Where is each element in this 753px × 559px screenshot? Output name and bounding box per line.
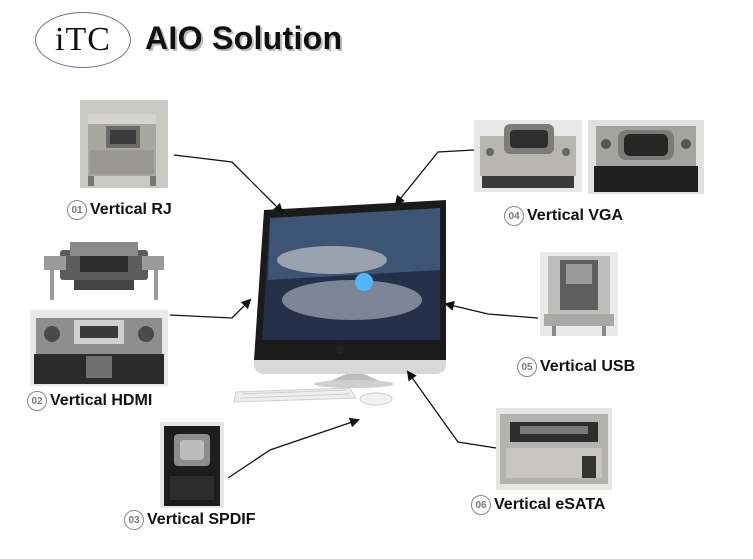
label-vertical-spdif: 03 Vertical SPDIF	[124, 510, 256, 530]
number-badge: 01	[67, 200, 87, 220]
photo-vertical-esata	[496, 408, 612, 490]
photo-vertical-usb	[540, 252, 618, 336]
connector-label: Vertical HDMI	[50, 392, 153, 409]
apple-logo-icon	[336, 342, 345, 354]
label-vertical-hdmi: 02 Vertical HDMI	[27, 391, 152, 411]
connector-label: Vertical SPDIF	[147, 511, 256, 528]
number-badge: 05	[517, 357, 537, 377]
photo-vertical-spdif	[160, 422, 224, 508]
page-title: AIO Solution	[145, 20, 343, 56]
arrow-icon	[173, 154, 284, 214]
arrow-icon	[394, 149, 475, 206]
arrow-icon	[169, 298, 252, 319]
arrow-icon	[406, 370, 497, 449]
number-badge: 04	[504, 206, 524, 226]
number-badge: 02	[27, 391, 47, 411]
label-vertical-esata: 06 Vertical eSATA	[471, 495, 605, 515]
itc-logo: iTC	[35, 12, 131, 68]
aio-computer-illustration	[232, 200, 452, 412]
label-vertical-vga: 04 Vertical VGA	[504, 206, 623, 226]
label-vertical-rj: 01 Vertical RJ	[67, 200, 172, 220]
connector-label: Vertical eSATA	[494, 496, 606, 513]
label-vertical-usb: 05 Vertical USB	[517, 357, 635, 377]
photo-vertical-vga-left	[474, 120, 582, 192]
photo-vertical-rj	[80, 100, 168, 188]
photo-vertical-hdmi-bottom	[30, 310, 168, 386]
photo-vertical-vga-right	[588, 120, 704, 194]
logo-text: iTC	[55, 21, 111, 58]
number-badge: 06	[471, 495, 491, 515]
number-badge: 03	[124, 510, 144, 530]
arrow-icon	[444, 300, 539, 319]
photo-vertical-hdmi-top	[40, 236, 168, 304]
connector-label: Vertical VGA	[527, 207, 624, 224]
arrow-icon	[227, 417, 360, 479]
connector-label: Vertical RJ	[90, 201, 172, 218]
connector-label: Vertical USB	[540, 358, 636, 375]
